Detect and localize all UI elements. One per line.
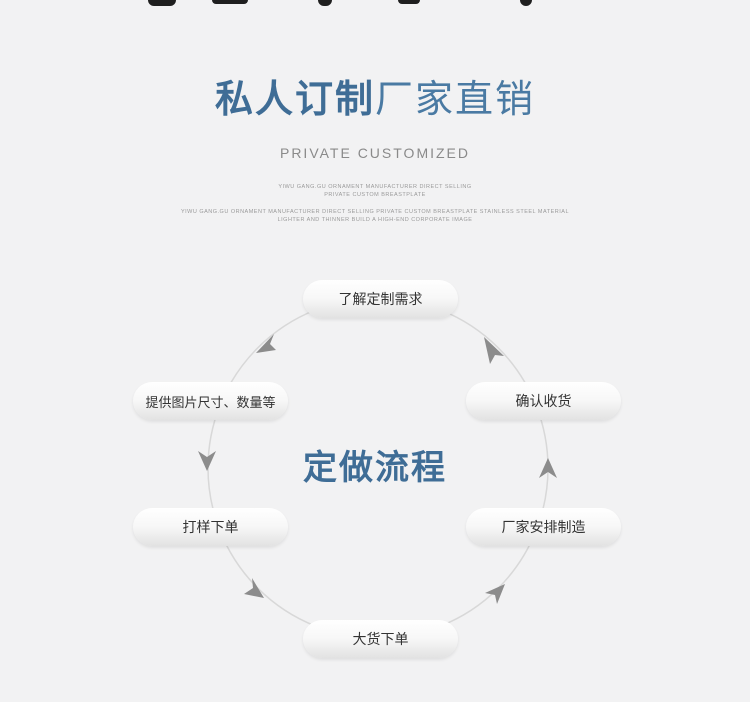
page-title: 私人订制厂家直销 [0,68,750,123]
tiny-line-2: PRIVATE CUSTOM BREASTPLATE [324,192,426,198]
arrow-icon-top-right [484,337,504,364]
step-understand-requirements: 了解定制需求 [303,280,458,318]
step-factory-manufacture: 厂家安排制造 [466,508,621,546]
tiny-line-1: YIWU GANG.GU ORNAMENT MANUFACTURER DIREC… [278,184,472,190]
title-light-text: 厂家直销 [375,77,536,121]
tiny-line-3: YIWU GANG.GU ORNAMENT MANUFACTURER DIREC… [180,209,570,215]
arrow-icon-right [539,458,557,478]
step-provide-images: 提供图片尺寸、数量等 [133,382,288,420]
tiny-line-4: LIGHTER AND THINNER BUILD A HIGH-END COR… [277,217,473,223]
page-subtitle: PRIVATE CUSTOMIZED [279,145,470,161]
arrow-icon-left [198,451,216,471]
arrow-icon-bottom-right [485,584,505,604]
top-cropped-graphic [0,0,750,12]
title-bold-text: 私人订制 [214,77,375,121]
arrow-icon-top-left [256,334,276,353]
step-confirm-receipt: 确认收货 [466,382,621,420]
process-title: 定做流程 [303,448,447,488]
step-sample-order: 打样下单 [133,508,288,546]
step-bulk-order: 大货下单 [303,620,458,658]
arrow-icon-bottom-left [244,578,264,598]
